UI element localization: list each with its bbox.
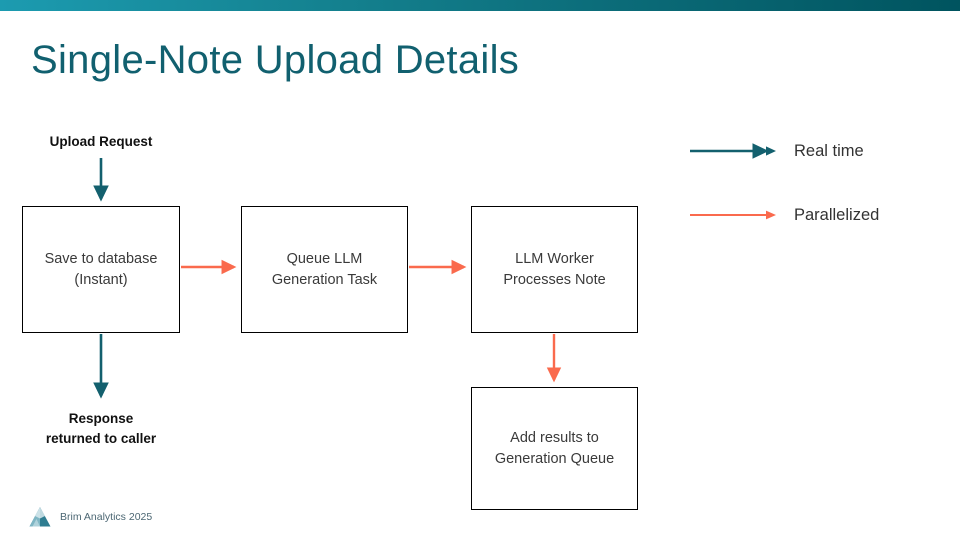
legend-item-parallelized: Parallelized [688, 205, 879, 225]
process-box-queue-llm-task[interactable]: Queue LLM Generation Task [241, 206, 408, 333]
brim-analytics-mountain-logo-icon [29, 507, 51, 527]
page-title: Single-Note Upload Details [31, 38, 520, 82]
process-box-save-to-database[interactable]: Save to database (Instant) [22, 206, 180, 333]
legend-arrow-teal-icon [690, 143, 776, 159]
legend-label-parallelized: Parallelized [794, 205, 880, 224]
legend-item-real-time: Real time [688, 141, 864, 161]
footer: Brim Analytics 2025 [28, 506, 152, 528]
footer-text: Brim Analytics 2025 [60, 511, 153, 523]
top-accent-bar [0, 0, 960, 11]
legend-label-real-time: Real time [794, 141, 864, 160]
label-response-returned: Response returned to caller [45, 411, 157, 446]
label-upload-request: Upload Request [49, 134, 153, 149]
legend-arrow-coral-icon [690, 210, 776, 220]
process-box-add-results[interactable]: Add results to Generation Queue [471, 387, 638, 510]
process-box-llm-worker[interactable]: LLM Worker Processes Note [471, 206, 638, 333]
